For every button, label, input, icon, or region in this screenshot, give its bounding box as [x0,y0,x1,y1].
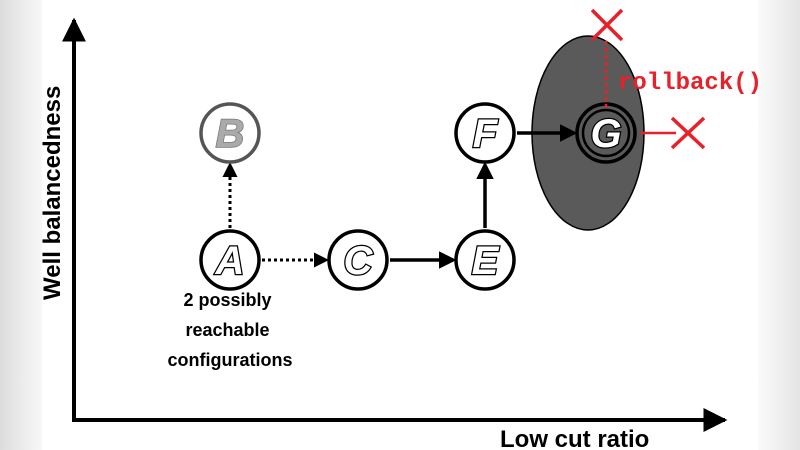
note-line-1: 2 possibly [183,290,271,310]
node-f: F [454,102,516,164]
node-e-circle [454,229,516,291]
note-line-3: configurations [168,350,293,370]
node-b-label: B [216,112,245,156]
node-c: C [327,229,389,291]
node-g-inner-ring [581,108,631,158]
node-g: G [575,102,637,164]
right-margin-band [758,0,800,450]
reject-cross-right [670,116,706,150]
reject-cross-top [590,8,624,42]
node-b-circle [199,102,261,164]
node-f-label: F [473,112,499,156]
node-e: E [454,229,516,291]
note-line-2: reachable [185,320,269,340]
node-g-label: G [590,112,621,156]
left-margin-band [0,0,42,450]
x-axis-label: Low cut ratio [500,426,649,450]
note-text: 2 possibly reachable configurations [168,290,293,370]
node-b: B [199,102,261,164]
node-e-label: E [472,239,500,283]
y-axis-label: Well balancedness [39,86,66,300]
node-c-circle [327,229,389,291]
node-c-label: C [344,239,374,283]
rollback-label: rollback() [618,70,762,97]
node-a: A [199,229,261,291]
node-a-circle [199,229,261,291]
node-a-label: A [215,239,245,283]
node-f-circle [454,102,516,164]
